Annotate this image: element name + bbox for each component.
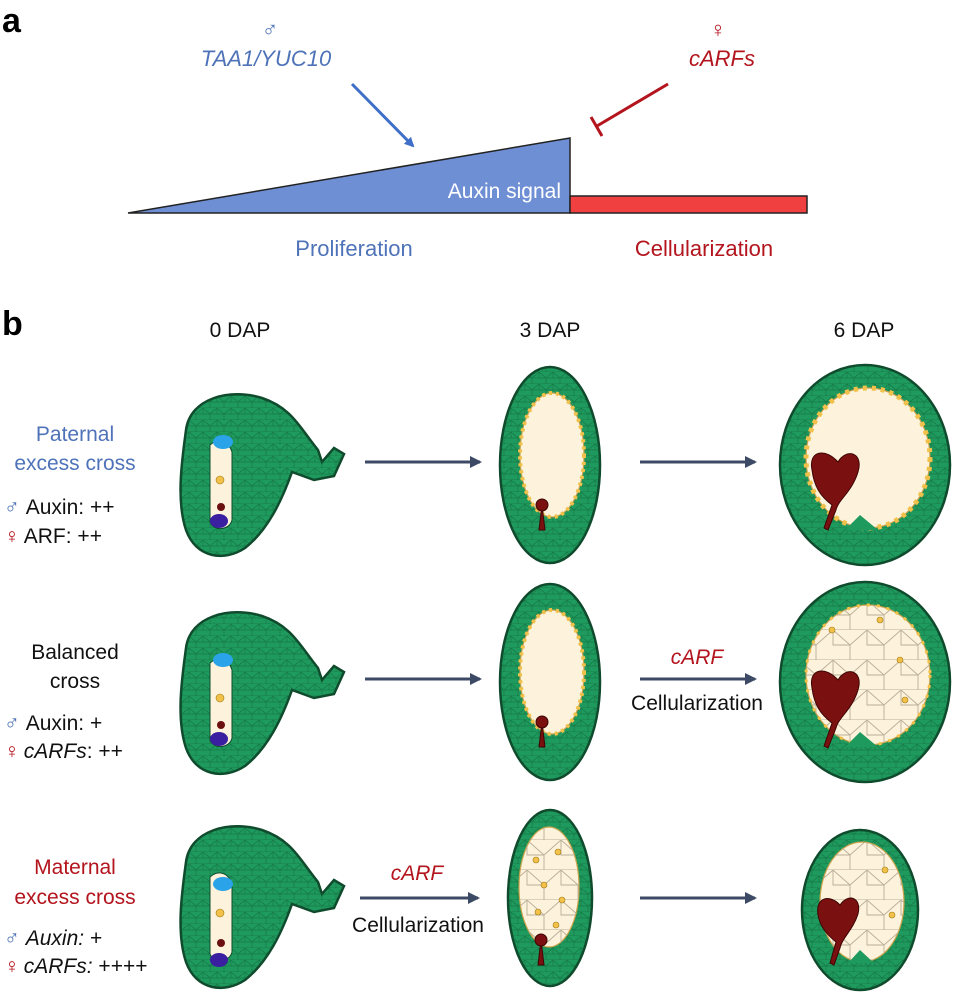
proliferation-label: Proliferation (295, 236, 412, 261)
paternal-genes-label: TAA1/YUC10 (201, 46, 332, 71)
row2-auxin-value: + (84, 712, 102, 735)
row2-auxin-label: Auxin: (26, 712, 84, 735)
seed-3dap-row1 (498, 365, 602, 565)
row2-title-line1: Balanced (31, 641, 119, 664)
seed-3dap-row3 (506, 808, 594, 988)
row1-arf-value: ++ (72, 525, 102, 548)
auxin-activation-arrow (350, 82, 415, 148)
row3-title-line2: excess cross (14, 886, 135, 909)
row1-arf-label: ARF: (24, 525, 72, 548)
row-paternal-excess: Paternal excess cross ♂ Auxin: ++ ♀ARF: +… (4, 363, 952, 567)
female-symbol: ♀ (4, 955, 20, 978)
row2-arrow2-carf-label: cARF (671, 646, 725, 669)
seed-6dap-row3 (800, 828, 920, 992)
female-symbol: ♀ (4, 740, 20, 763)
row1-arf-line: ♀ARF: ++ (4, 525, 102, 548)
row3-carf-value: ++++ (93, 955, 148, 978)
seed-3dap-row2 (498, 582, 602, 782)
seed-6dap-row1 (778, 363, 952, 567)
row2-title-line2: cross (50, 670, 100, 693)
row1-title-line2: excess cross (14, 452, 135, 475)
row3-auxin-label: Auxin: (24, 927, 84, 950)
timepoint-6-dap: 6 DAP (834, 319, 895, 342)
male-symbol: ♂ (4, 712, 20, 735)
row1-auxin-line: ♂ Auxin: ++ (4, 496, 115, 519)
row2-carf-value: : ++ (87, 740, 123, 763)
row2-carf-line: ♀cARFs: ++ (4, 740, 123, 763)
male-symbol: ♂ (4, 927, 20, 950)
row1-title-line1: Paternal (36, 423, 114, 446)
maternal-genes-label: cARFs (689, 46, 755, 71)
ovule-0dap-row3 (179, 825, 346, 990)
timepoint-0-dap: 0 DAP (210, 319, 271, 342)
row3-title-line1: Maternal (34, 856, 116, 879)
row3-auxin-line: ♂Auxin: + (4, 927, 102, 950)
row2-carf-label: cARFs (24, 740, 88, 763)
panel-label-b: b (2, 305, 23, 343)
auxin-signal-wedge (127, 137, 571, 214)
row3-arrow1-cellularization-label: Cellularization (352, 914, 484, 937)
female-symbol-a: ♀ (710, 17, 727, 42)
male-symbol-a: ♂ (262, 17, 279, 42)
panel-label-a: a (2, 2, 22, 40)
row3-auxin-value: + (84, 927, 102, 950)
ovule-0dap-row1 (179, 393, 346, 558)
female-symbol: ♀ (4, 525, 20, 548)
row1-auxin-value: ++ (84, 496, 114, 519)
row1-auxin-label: Auxin: (26, 496, 84, 519)
row-balanced: Balanced cross ♂ Auxin: + ♀cARFs: ++ cARF… (4, 580, 952, 784)
row3-carf-line: ♀cARFs: ++++ (4, 955, 147, 978)
timepoint-3-dap: 3 DAP (520, 319, 581, 342)
row2-auxin-line: ♂ Auxin: + (4, 712, 102, 735)
carf-inhibition-bar (589, 116, 604, 137)
cellularization-label: Cellularization (635, 236, 773, 261)
cellularization-bar (569, 195, 808, 214)
row2-arrow2-cellularization-label: Cellularization (631, 692, 763, 715)
ovule-0dap-row2 (179, 611, 346, 776)
male-symbol: ♂ (4, 496, 20, 519)
row-maternal-excess: Maternal excess cross ♂Auxin: + ♀cARFs: … (4, 808, 920, 992)
row3-arrow1-carf-label: cARF (391, 862, 445, 885)
row3-carf-label: cARFs: (24, 955, 93, 978)
auxin-signal-label: Auxin signal (448, 180, 561, 203)
seed-6dap-row2 (778, 580, 952, 784)
carf-inhibition-line (596, 82, 669, 128)
